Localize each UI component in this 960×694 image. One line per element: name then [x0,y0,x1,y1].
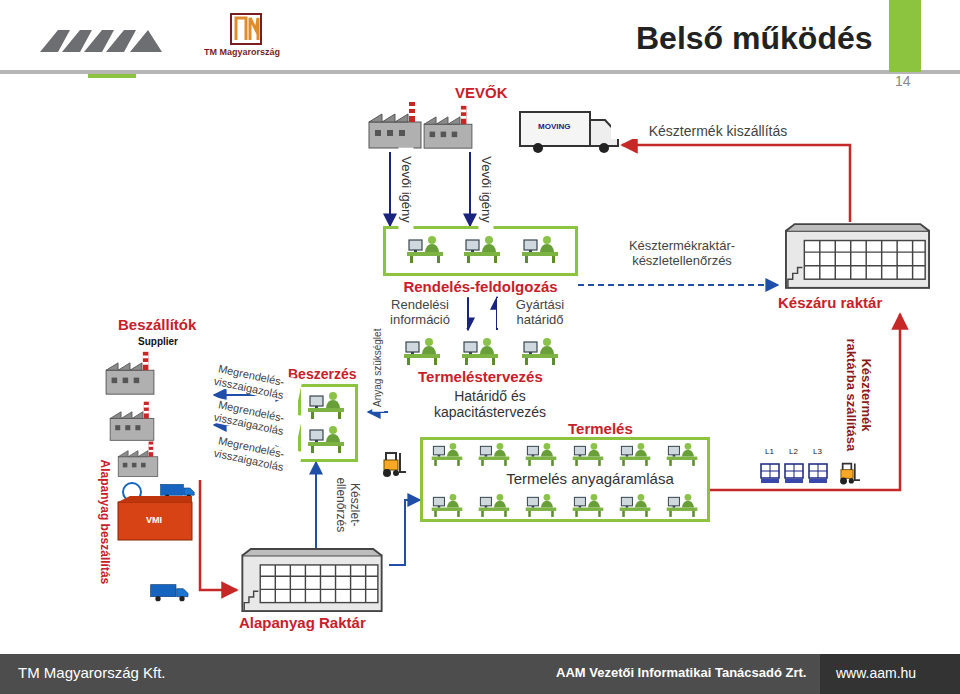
node-text: Supplier [138,336,208,348]
node-heading: Termelés [568,420,658,437]
node-heading: Készáru raktár [778,294,932,311]
box-outline [298,384,358,462]
connector [200,480,237,590]
connector [622,145,850,222]
lane-label: L3 [813,447,822,456]
connector [578,284,778,286]
footer-text: TM Magyarország Kft. [18,664,166,681]
node-text: Határidő és kapacitástervezés [410,388,570,420]
process-box: Rendelés-feldolgozás [383,226,578,297]
edge-label: Készlet-ellenőrzés [333,471,361,539]
truck-text: MOVING [538,122,570,131]
process-box: TermelésTermelés anyagáramlása [420,420,710,522]
warehouse: Készáru raktár [778,222,932,314]
node-heading: Rendelés-feldolgozás [383,278,578,295]
connector [389,152,391,226]
vmi-label: VMI [146,515,162,525]
footer-text: AAM Vezetői Informatikai Tanácsadó Zrt. [556,666,806,681]
connector [389,500,420,565]
node-heading: Termeléstervezés [418,368,578,385]
lane-label: L2 [789,447,798,456]
box-outline [383,226,578,276]
footer-url: www.aam.hu [836,665,916,681]
warehouse: Alapanyag Raktár [237,548,389,633]
connector [710,314,900,490]
edge-label: Késztermékraktár-készletellenőrzés [598,239,767,269]
connector [315,462,317,548]
edge-label: Vevői igény [479,147,494,231]
page-number: 14 [895,73,911,89]
edge-label: Vevői igény [399,147,414,231]
edge-label: Késztermék raktárba szállítása [843,330,873,459]
edge-label: Alapanyag beszállítás [97,455,111,589]
edge-label: Késztermék kiszállítás [611,123,825,139]
logo-text: TM Magyarország [204,47,280,57]
customer-area: VEVŐK [360,82,622,152]
lane-label: L1 [765,447,774,456]
node-heading: Beszállítók [118,316,214,333]
connector [467,297,469,330]
connector [469,152,471,226]
edge-label: Anyag szükséglet [372,324,384,412]
slide-title: Belső működés [636,20,873,57]
edge-label: Rendelési információ [373,298,467,328]
node-text: Termelés anyagáramlása [490,470,690,487]
process-group: TermeléstervezésHatáridő és kapacitáster… [388,330,578,422]
node-heading: VEVŐK [455,84,535,101]
node-heading: Alapanyag Raktár [239,614,389,631]
edge-label: Gyártási határidő [497,298,583,328]
